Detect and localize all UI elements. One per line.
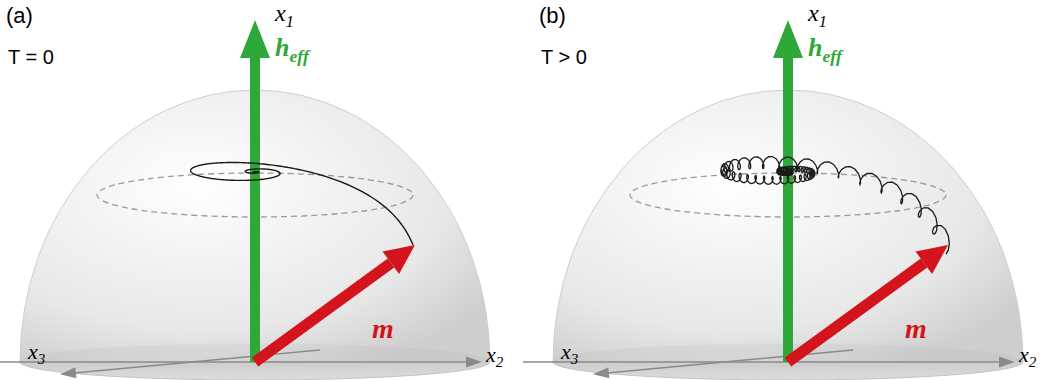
subscript: 1 bbox=[819, 12, 827, 31]
temperature-label: T > 0 bbox=[541, 46, 587, 68]
subscript: 2 bbox=[1029, 354, 1036, 370]
thermal-trajectory bbox=[721, 157, 950, 255]
magnetization-label: m bbox=[372, 314, 394, 345]
damped-trajectory bbox=[191, 162, 413, 245]
field-label: heff bbox=[275, 34, 309, 67]
axis-label: x3 bbox=[561, 340, 578, 368]
symbol: h bbox=[808, 33, 822, 62]
subscript: 2 bbox=[496, 354, 503, 370]
field-label: heff bbox=[808, 34, 842, 67]
panel-a-figure bbox=[0, 20, 490, 380]
axis-label: x3 bbox=[28, 340, 45, 368]
symbol: x bbox=[275, 0, 286, 26]
panel-letter: (b) bbox=[539, 4, 566, 28]
symbol: x bbox=[1019, 342, 1029, 367]
subscript: eff bbox=[822, 46, 841, 66]
temperature-label: T = 0 bbox=[8, 46, 54, 68]
subscript: 3 bbox=[38, 351, 45, 367]
panel-letter: (a) bbox=[6, 4, 33, 28]
axis-label: x1 bbox=[275, 0, 294, 31]
symbol: h bbox=[275, 33, 289, 62]
symbol: x bbox=[561, 339, 571, 364]
symbol: x bbox=[808, 0, 819, 26]
axis-label: x2 bbox=[486, 343, 503, 371]
magnetization-label: m bbox=[905, 314, 927, 345]
subscript: 3 bbox=[571, 351, 578, 367]
subscript: eff bbox=[289, 46, 308, 66]
panel-b-figure bbox=[523, 20, 1023, 380]
symbol: x bbox=[28, 339, 38, 364]
axis-label: x2 bbox=[1019, 343, 1036, 371]
axis-label: x1 bbox=[808, 0, 827, 31]
subscript: 1 bbox=[286, 12, 294, 31]
symbol: x bbox=[486, 342, 496, 367]
